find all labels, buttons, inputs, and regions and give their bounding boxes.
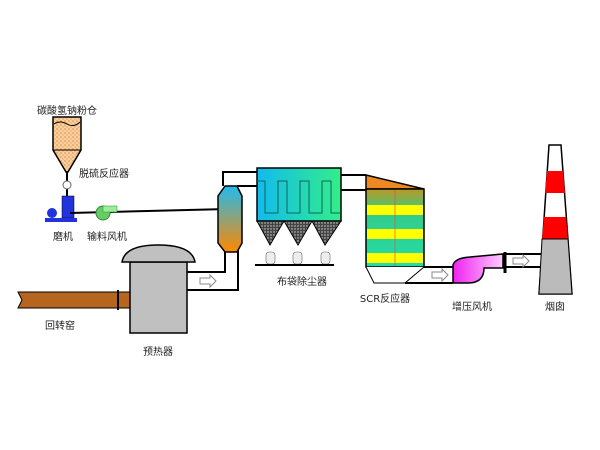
- flow-arrow-icon: [431, 267, 449, 283]
- silo-label: 碳酸氢钠粉仓: [37, 106, 97, 117]
- sodium-bicarbonate-silo: [52, 116, 82, 200]
- rotary-kiln: [17, 290, 136, 310]
- conveying-fan-label: 输料风机: [87, 232, 127, 243]
- flow-arrow-icon: [512, 253, 530, 269]
- rotary-kiln-label: 回转窑: [45, 321, 75, 332]
- conveying-fan-icon: [95, 205, 118, 221]
- chimney: [538, 144, 573, 295]
- mill-icon: [45, 195, 77, 222]
- baghouse-label: 布袋除尘器: [277, 277, 327, 288]
- scr-reactor-label: SCR反应器: [359, 294, 411, 305]
- booster-fan-label: 增压风机: [452, 302, 492, 313]
- booster-fan-icon: [452, 252, 507, 284]
- preheater-label: 预热器: [143, 347, 173, 358]
- baghouse-filter: [255, 167, 342, 266]
- desulfurization-reactor-label: 脱硫反应器: [79, 169, 129, 180]
- desulfurization-reactor: [217, 171, 257, 253]
- flow-arrow-icon: [199, 273, 217, 289]
- mill-label: 磨机: [53, 232, 73, 243]
- scr-reactor: [365, 174, 425, 284]
- valve-icon: [62, 180, 72, 190]
- chimney-label: 烟囱: [545, 302, 565, 313]
- preheater: [121, 244, 196, 334]
